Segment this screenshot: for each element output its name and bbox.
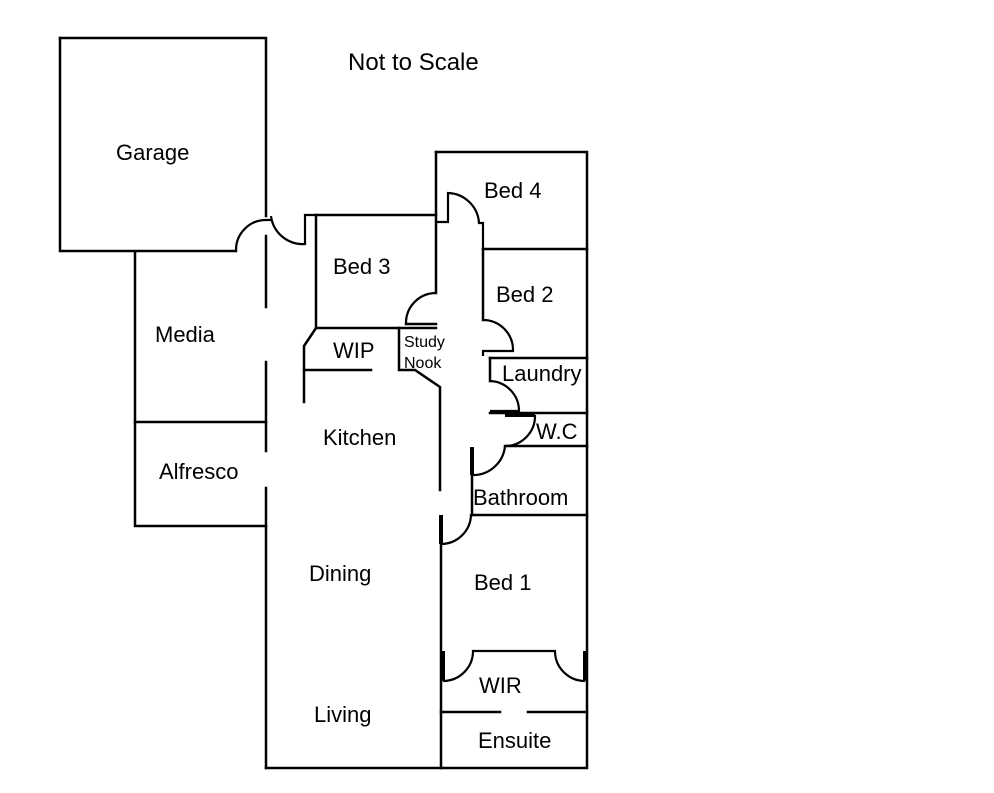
garage-walls <box>58 36 268 253</box>
room-label-bed2: Bed 2 <box>496 282 554 307</box>
bed3-walls <box>314 150 438 330</box>
wip-walls <box>302 326 373 404</box>
wc-walls <box>503 413 589 448</box>
room-label-garage: Garage <box>116 140 189 165</box>
room-label-laundry: Laundry <box>502 361 582 386</box>
wir-walls <box>439 649 589 714</box>
room-label-bed1: Bed 1 <box>474 570 532 595</box>
bed1-walls <box>439 513 473 770</box>
room-label-alfresco: Alfresco <box>159 459 238 484</box>
room-label-living: Living <box>314 702 371 727</box>
room-label-kitchen: Kitchen <box>323 425 396 450</box>
room-label-study-line1: Study <box>404 334 445 351</box>
room-label-bed4: Bed 4 <box>484 178 542 203</box>
room-label-wc: W.C <box>536 419 578 444</box>
plan-title: Not to Scale <box>348 49 479 76</box>
bed4-door <box>437 191 485 249</box>
room-label-media: Media <box>155 322 216 347</box>
garage-door <box>234 213 316 251</box>
room-label-study-line2: Nook <box>404 355 442 372</box>
room-label-bathroom: Bathroom <box>473 485 568 510</box>
room-label-bed3: Bed 3 <box>333 254 391 279</box>
room-label-ensuite: Ensuite <box>478 728 551 753</box>
media-alfresco-walls <box>133 251 268 770</box>
study-nook-walls <box>397 326 442 492</box>
room-label-wip: WIP <box>333 338 375 363</box>
bedroom-wing-walls <box>264 150 589 770</box>
room-label-dining: Dining <box>309 561 371 586</box>
bed2-door <box>481 318 515 356</box>
bathroom-walls <box>470 445 589 517</box>
room-label-wir: WIR <box>479 673 522 698</box>
